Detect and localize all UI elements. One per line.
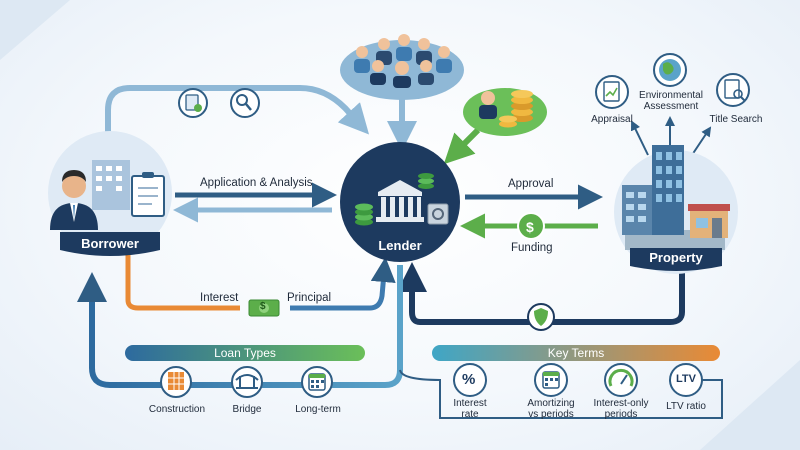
appraisal-link xyxy=(630,120,649,156)
principal-label: Principal xyxy=(287,292,332,304)
bank-icon xyxy=(355,173,449,226)
corner-decoration xyxy=(700,360,800,450)
environmental-label: Environmental Assessment xyxy=(639,90,703,112)
investor-coins-icon xyxy=(479,90,533,128)
capital-platform xyxy=(463,88,547,136)
borrower-label: Borrower xyxy=(81,236,139,251)
key-term-amortizing: Amortizing vs periods xyxy=(527,398,575,420)
funding-label: Funding xyxy=(511,242,553,254)
property-label-band xyxy=(630,248,722,271)
flow-borrower-to-lender-top xyxy=(105,85,370,150)
corner-decoration xyxy=(0,0,70,60)
repayment-loop-blue xyxy=(290,257,396,311)
key-terms-bracket xyxy=(399,369,723,419)
loan-type-long-term: Long-term xyxy=(295,404,341,415)
interest-label: Interest xyxy=(200,292,239,304)
title-search-link xyxy=(691,126,712,156)
interest-rate-icon xyxy=(453,363,487,397)
ltv-symbol: LTV xyxy=(676,373,696,385)
application-analysis-label: Application & Analysis xyxy=(200,177,313,189)
appraisal-label: Appraisal xyxy=(591,114,633,125)
borrower-label-band xyxy=(60,232,160,256)
funding-dollar-icon xyxy=(517,212,545,240)
loan-type-bridge: Bridge xyxy=(232,404,262,415)
loan-type-construction: Construction xyxy=(148,404,206,415)
key-terms-header: Key Terms xyxy=(547,346,605,360)
loan-types-header: Loan Types xyxy=(214,346,276,360)
percent-symbol: % xyxy=(462,371,476,388)
investors-icon xyxy=(354,34,452,88)
property-label: Property xyxy=(649,250,703,265)
approval-label: Approval xyxy=(508,178,554,190)
money-bill-symbol: $ xyxy=(260,301,266,312)
capital-arrow xyxy=(443,127,481,165)
loan-types-banner xyxy=(125,345,365,361)
ltv-icon xyxy=(669,363,703,397)
borrower-person-icon xyxy=(50,160,165,230)
key-term-interest-rate: Interest rate xyxy=(453,398,487,420)
key-term-interest-only: Interest-only periods xyxy=(593,398,649,420)
buildings-icon xyxy=(622,145,730,250)
bridge-icon xyxy=(231,366,263,398)
key-term-ltv-ratio: LTV ratio xyxy=(666,401,706,412)
title-search-label: Title Search xyxy=(709,114,763,125)
repayment-loop-orange xyxy=(125,232,240,311)
funding-dollar-symbol: $ xyxy=(526,219,534,235)
key-terms-banner xyxy=(432,345,720,361)
lender-label: Lender xyxy=(378,238,422,253)
